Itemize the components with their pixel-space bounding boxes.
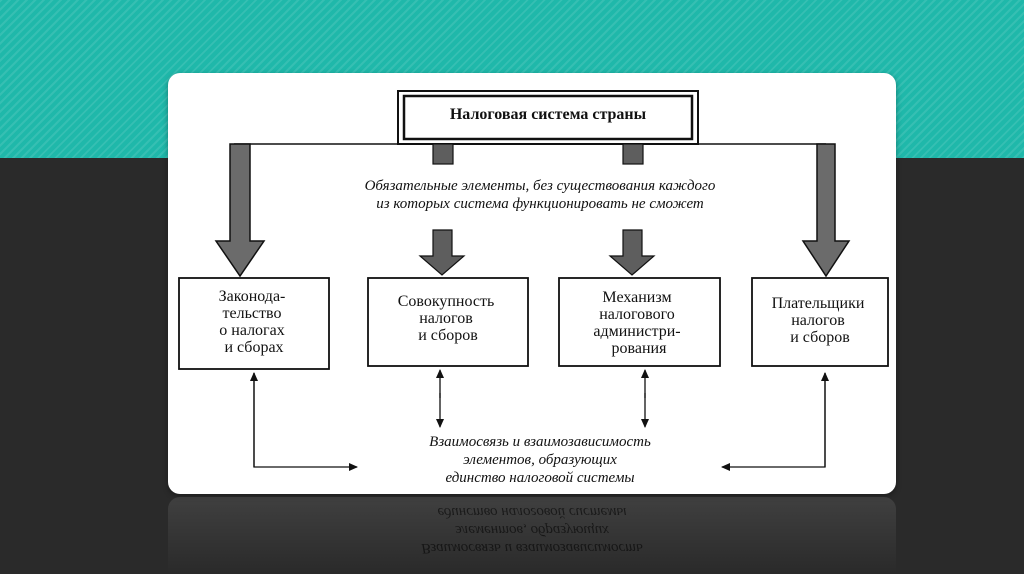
element-box-payers [751,277,889,367]
diagram-card: Налоговая система страны Обязательные эл… [168,73,896,494]
stub-left [432,143,454,165]
title-box-inner [402,94,694,141]
reflection-line-1: Взаимосвязь и взаимозависимость [421,540,643,556]
element-label-legislation: Законода- тельство о налогах и сборах [219,288,290,356]
arrow-to-legislation [214,143,266,278]
arrow-to-mechanism [608,229,656,276]
interrelation-note-line-1: Взаимосвязь и взаимозависимость [429,434,651,450]
mandatory-note-line-2: из которых система функционировать не см… [376,196,704,212]
card-reflection: единство налоговой системы элементов, об… [168,497,896,574]
arrow-to-payers [801,143,851,278]
diagram-title: Налоговая система страны [450,106,647,123]
mandatory-note-line-1: Обязательные элементы, без существования… [365,178,716,194]
tax-system-diagram: Налоговая система страны Обязательные эл… [178,90,889,486]
element-box-taxes [367,277,529,367]
arrow-to-taxes [418,229,466,276]
link-legislation-to-note [253,373,358,471]
element-box-legislation [178,277,330,370]
stub-right [622,143,644,165]
reflection-line-3: единство налоговой системы [437,504,627,520]
element-label-taxes: Совокупность налогов и сборов [398,293,499,344]
reflection-line-2: элементов, образующих [455,522,609,538]
element-label-mechanism: Механизм налогового администри- рования [593,289,684,357]
interrelation-note-line-3: единство налоговой системы [445,470,634,486]
interrelation-note-line-2: элементов, образующих [463,452,617,468]
element-label-payers: Плательщики налогов и сборов [772,295,869,346]
link-payers-to-note [721,373,826,471]
element-box-mechanism [558,277,721,367]
